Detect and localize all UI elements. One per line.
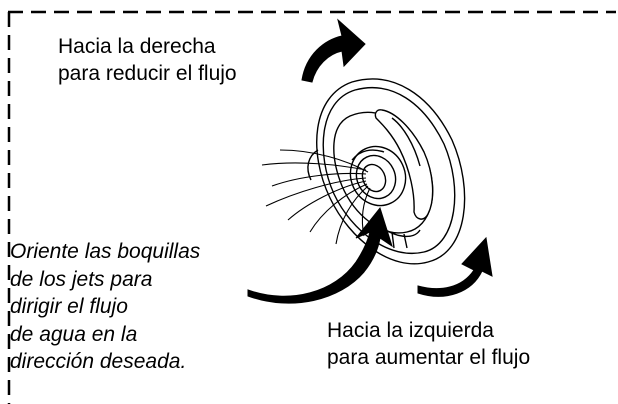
clockwise-label: Hacia la derecha para reducir el flujo [58, 35, 237, 85]
water-stream-lines [261, 149, 371, 245]
eyeball-nozzle [349, 145, 407, 207]
counterclockwise-arrow-icon [417, 236, 493, 297]
instruction-text: Oriente las boquillas de los jets para d… [10, 240, 201, 373]
clockwise-arrow-icon [301, 18, 366, 83]
direction-arrow-icon [247, 206, 393, 304]
counterclockwise-label: Hacia la izquierda para aumentar el fluj… [327, 319, 531, 369]
